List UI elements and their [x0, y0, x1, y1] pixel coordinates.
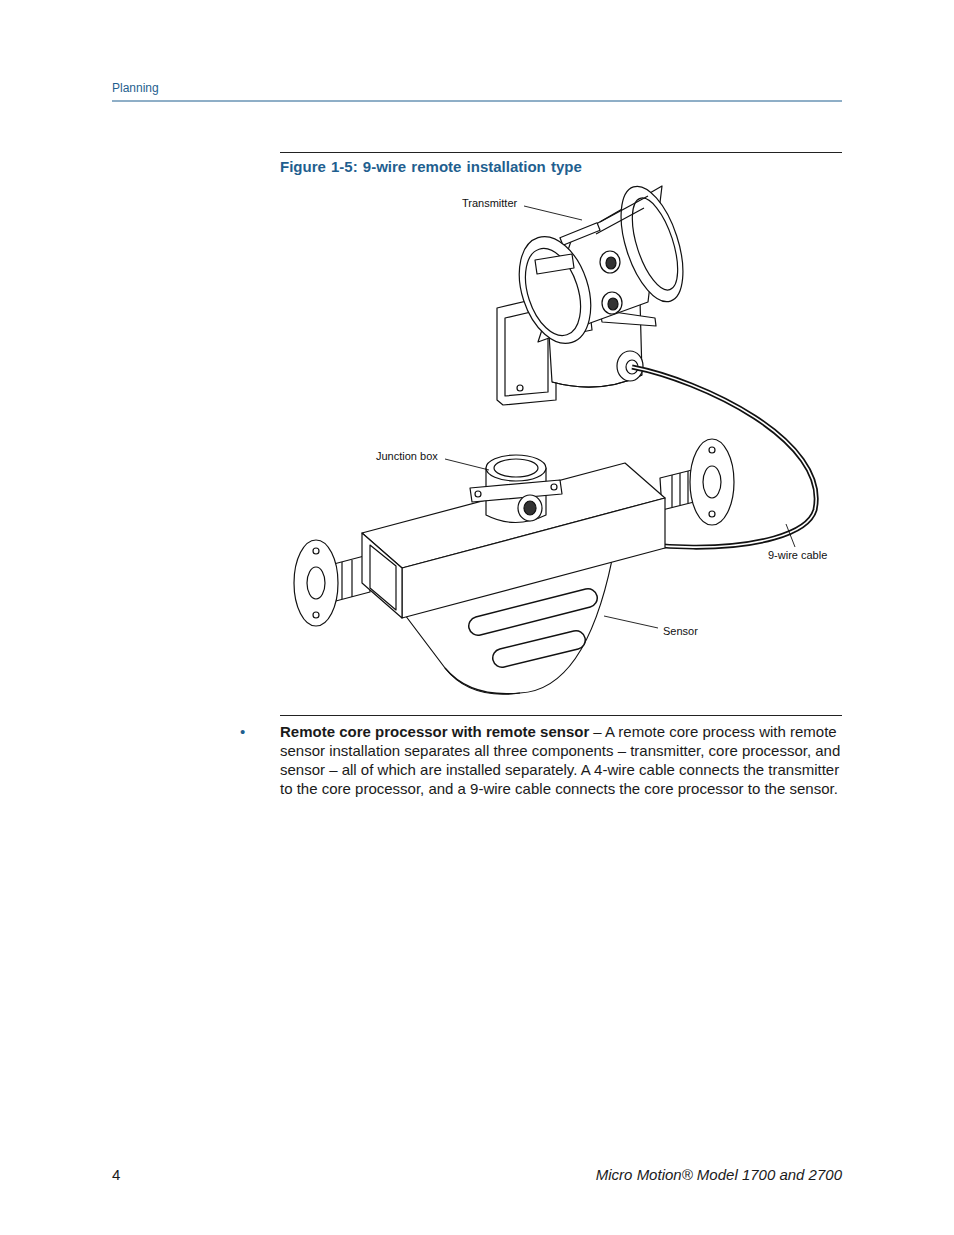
leader-lines	[445, 206, 795, 628]
callout-label: 9-wire cable	[767, 549, 828, 561]
running-header: Planning	[112, 81, 159, 95]
page-number: 4	[112, 1166, 120, 1183]
bullet-paragraph: Remote core processor with remote sensor…	[280, 722, 842, 798]
figure-top-rule	[280, 152, 842, 153]
transmitter-drawing	[497, 179, 695, 405]
sensor-drawing	[294, 439, 734, 694]
callout-label: Transmitter	[461, 197, 518, 209]
footer-title: Micro Motion® Model 1700 and 2700	[596, 1166, 842, 1183]
header-rule	[112, 101, 842, 102]
bullet: •	[240, 722, 245, 741]
figure-title: Figure 1-5: 9-wire remote installation t…	[280, 158, 582, 175]
callout-label: Sensor	[662, 625, 699, 637]
bullet-heading: Remote core processor with remote sensor	[280, 723, 589, 740]
figure-bottom-rule	[280, 715, 842, 716]
callout-label: Junction box	[375, 450, 439, 462]
